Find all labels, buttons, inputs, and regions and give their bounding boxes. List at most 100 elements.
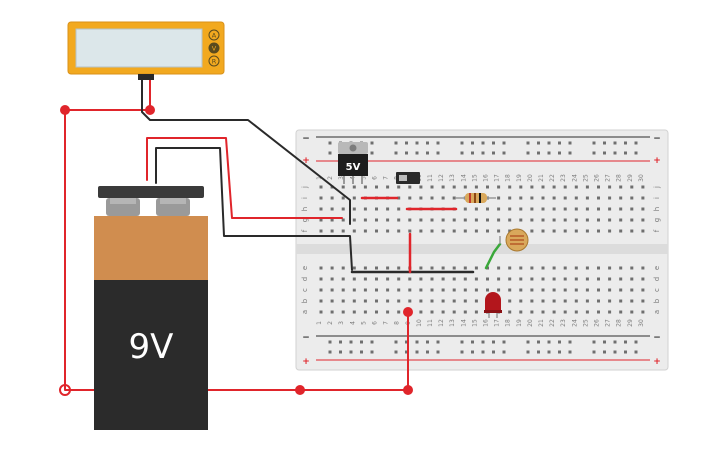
breadboard-hole[interactable]	[441, 185, 445, 189]
breadboard-hole[interactable]	[630, 310, 634, 314]
breadboard-hole[interactable]	[574, 299, 578, 303]
multimeter-mode-selector[interactable]: AVR	[208, 29, 220, 67]
breadboard-hole[interactable]	[463, 218, 467, 222]
breadboard-hole[interactable]	[386, 288, 390, 292]
rail-hole[interactable]	[526, 340, 530, 344]
breadboard-hole[interactable]	[519, 196, 523, 200]
breadboard-hole[interactable]	[508, 299, 512, 303]
breadboard-hole[interactable]	[563, 299, 567, 303]
rail-hole[interactable]	[460, 141, 464, 145]
breadboard-hole[interactable]	[519, 277, 523, 281]
breadboard-hole[interactable]	[552, 288, 556, 292]
breadboard-hole[interactable]	[619, 277, 623, 281]
breadboard-hole[interactable]	[541, 218, 545, 222]
battery-9v[interactable]: 9V	[94, 186, 208, 430]
breadboard-hole[interactable]	[574, 277, 578, 281]
breadboard-hole[interactable]	[630, 185, 634, 189]
breadboard-hole[interactable]	[341, 207, 345, 211]
breadboard-hole[interactable]	[508, 277, 512, 281]
rail-hole[interactable]	[526, 141, 530, 145]
breadboard-hole[interactable]	[552, 310, 556, 314]
breadboard-hole[interactable]	[630, 266, 634, 270]
rail-hole[interactable]	[460, 151, 464, 155]
breadboard-hole[interactable]	[574, 288, 578, 292]
breadboard-hole[interactable]	[486, 185, 489, 189]
rail-hole[interactable]	[502, 350, 506, 354]
breadboard-hole[interactable]	[641, 229, 645, 233]
breadboard-hole[interactable]	[375, 310, 378, 314]
breadboard-hole[interactable]	[585, 277, 589, 281]
breadboard-hole[interactable]	[585, 185, 589, 189]
breadboard-hole[interactable]	[641, 310, 645, 314]
breadboard-hole[interactable]	[397, 207, 401, 211]
breadboard-hole[interactable]	[585, 229, 589, 233]
breadboard-hole[interactable]	[375, 218, 378, 222]
breadboard-hole[interactable]	[430, 196, 434, 200]
breadboard-hole[interactable]	[441, 229, 445, 233]
breadboard-hole[interactable]	[419, 229, 423, 233]
rail-hole[interactable]	[568, 141, 572, 145]
breadboard-hole[interactable]	[397, 266, 401, 270]
breadboard-hole[interactable]	[597, 196, 600, 200]
rail-hole[interactable]	[471, 151, 474, 155]
breadboard-hole[interactable]	[541, 277, 545, 281]
rail-hole[interactable]	[471, 350, 474, 354]
rail-hole[interactable]	[426, 350, 429, 354]
rail-hole[interactable]	[603, 151, 606, 155]
breadboard-hole[interactable]	[363, 229, 367, 233]
breadboard-hole[interactable]	[497, 229, 501, 233]
rail-hole[interactable]	[460, 350, 464, 354]
breadboard-hole[interactable]	[530, 310, 534, 314]
breadboard-hole[interactable]	[375, 299, 378, 303]
green-wire[interactable]	[484, 242, 502, 270]
breadboard-hole[interactable]	[530, 207, 534, 211]
rail-hole[interactable]	[328, 350, 332, 354]
breadboard-hole[interactable]	[441, 299, 445, 303]
rail-hole[interactable]	[558, 141, 561, 145]
breadboard-hole[interactable]	[552, 266, 556, 270]
breadboard-hole[interactable]	[430, 310, 434, 314]
rail-hole[interactable]	[394, 350, 398, 354]
breadboard-hole[interactable]	[363, 288, 367, 292]
breadboard-hole[interactable]	[375, 266, 378, 270]
breadboard-hole[interactable]	[441, 218, 445, 222]
breadboard-hole[interactable]	[597, 266, 600, 270]
rail-hole[interactable]	[547, 151, 551, 155]
breadboard-hole[interactable]	[597, 310, 600, 314]
rail-hole[interactable]	[526, 151, 530, 155]
breadboard-hole[interactable]	[363, 277, 367, 281]
rail-hole[interactable]	[370, 141, 374, 145]
rail-hole[interactable]	[558, 350, 561, 354]
breadboard-hole[interactable]	[574, 185, 578, 189]
breadboard-hole[interactable]	[574, 218, 578, 222]
breadboard-hole[interactable]	[441, 266, 445, 270]
breadboard-hole[interactable]	[474, 185, 478, 189]
breadboard-hole[interactable]	[541, 229, 545, 233]
breadboard-hole[interactable]	[463, 288, 467, 292]
breadboard[interactable]: 1122334455667788991010111112121313141415…	[295, 129, 669, 371]
breadboard-hole[interactable]	[408, 277, 412, 281]
breadboard-hole[interactable]	[541, 196, 545, 200]
rail-hole[interactable]	[568, 350, 572, 354]
breadboard-hole[interactable]	[530, 266, 534, 270]
rail-hole[interactable]	[394, 151, 398, 155]
breadboard-hole[interactable]	[519, 207, 523, 211]
breadboard-hole[interactable]	[508, 185, 512, 189]
breadboard-hole[interactable]	[463, 229, 467, 233]
rail-hole[interactable]	[537, 340, 540, 344]
breadboard-hole[interactable]	[641, 207, 645, 211]
breadboard-hole[interactable]	[585, 310, 589, 314]
breadboard-hole[interactable]	[608, 207, 612, 211]
breadboard-hole[interactable]	[341, 310, 345, 314]
breadboard-hole[interactable]	[397, 218, 401, 222]
breadboard-hole[interactable]	[585, 299, 589, 303]
breadboard-hole[interactable]	[574, 266, 578, 270]
breadboard-hole[interactable]	[397, 288, 401, 292]
breadboard-hole[interactable]	[619, 229, 623, 233]
breadboard-hole[interactable]	[552, 185, 556, 189]
breadboard-hole[interactable]	[386, 185, 390, 189]
breadboard-hole[interactable]	[530, 196, 534, 200]
breadboard-hole[interactable]	[375, 277, 378, 281]
breadboard-hole[interactable]	[474, 229, 478, 233]
rail-hole[interactable]	[370, 350, 374, 354]
